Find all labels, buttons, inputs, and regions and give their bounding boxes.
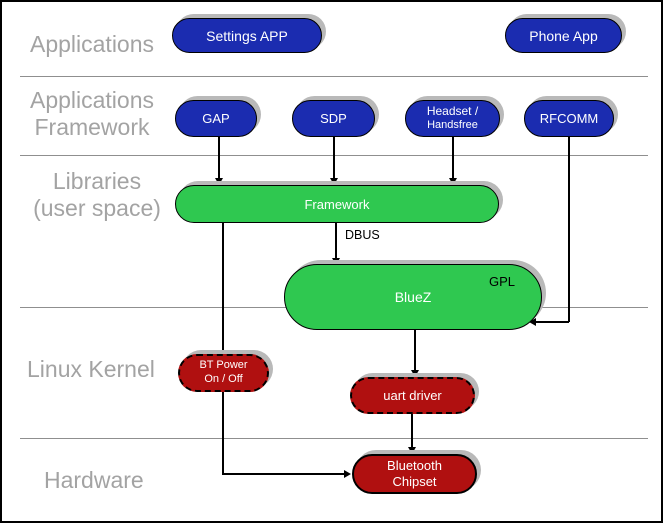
node-settings-app-label: Settings APP <box>206 27 288 44</box>
edge-framework-bluez-arrowhead <box>332 258 340 265</box>
gpl-license-tag: GPL <box>488 274 515 289</box>
dbus-edge-label: DBUS <box>345 228 380 242</box>
node-phone-app: Phone App <box>505 18 622 53</box>
node-sdp-label: SDP <box>320 111 347 126</box>
edge-framework-chipset-arrowhead <box>344 470 351 478</box>
node-gap: GAP <box>175 100 257 137</box>
edge-rfcomm-bluez-vline <box>568 137 570 322</box>
edge-framework-bluez-line <box>335 223 337 259</box>
node-chipset-label-line1: Bluetooth <box>387 457 442 473</box>
node-rfcomm-label: RFCOMM <box>539 111 599 126</box>
node-settings-app: Settings APP <box>172 18 322 53</box>
edge-headset-framework-line <box>452 137 454 179</box>
layer-label-linux-kernel: Linux Kernel <box>27 356 155 382</box>
node-bluetooth-chipset: Bluetooth Chipset <box>352 454 477 494</box>
edge-headset-framework-arrowhead <box>449 178 457 185</box>
layer-label-libraries: Libraries (user space) <box>33 168 161 222</box>
node-bt-power-label-line2: On / Off <box>204 373 243 385</box>
layer-label-hardware: Hardware <box>44 467 144 493</box>
edge-gap-framework-line <box>218 137 220 179</box>
layer-divider-1 <box>20 76 648 77</box>
edge-gap-framework-arrowhead <box>215 178 223 185</box>
node-phone-app-label: Phone App <box>529 27 598 44</box>
node-framework-label: Framework <box>304 196 370 212</box>
node-sdp: SDP <box>292 100 375 137</box>
node-headset-handsfree: Headset / Handsfree <box>405 100 500 137</box>
edge-sdp-framework-line <box>333 137 335 179</box>
edge-bluez-uart-arrowhead <box>411 370 419 377</box>
edge-uart-chipset-arrowhead <box>408 447 416 454</box>
node-uart-driver-label: uart driver <box>383 388 442 403</box>
node-headset-label-line1: Headset / <box>426 104 479 119</box>
node-bt-power: BT Power On / Off <box>178 354 269 392</box>
node-bluez: BlueZ GPL <box>284 264 542 330</box>
edge-rfcomm-bluez-arrowhead <box>529 318 536 326</box>
edge-sdp-framework-arrowhead <box>330 178 338 185</box>
node-headset-label-line2: Handsfree <box>427 119 478 132</box>
node-framework: Framework <box>175 185 499 223</box>
layer-label-applications-framework: Applications Framework <box>29 87 155 141</box>
edge-bluez-uart-line <box>414 330 416 371</box>
layer-divider-4 <box>20 438 648 439</box>
node-gap-label: GAP <box>202 111 230 126</box>
node-uart-driver: uart driver <box>350 377 475 414</box>
node-chipset-label-line2: Chipset <box>392 474 437 489</box>
node-bluez-label: BlueZ <box>394 289 432 305</box>
node-bt-power-label-line1: BT Power <box>199 359 248 372</box>
edge-uart-chipset-line <box>411 414 413 448</box>
edge-framework-chipset-vline <box>222 223 224 474</box>
edge-rfcomm-bluez-hline <box>536 321 569 323</box>
layer-label-applications: Applications <box>30 31 155 57</box>
node-rfcomm: RFCOMM <box>524 100 614 137</box>
edge-framework-chipset-hline <box>222 473 345 475</box>
